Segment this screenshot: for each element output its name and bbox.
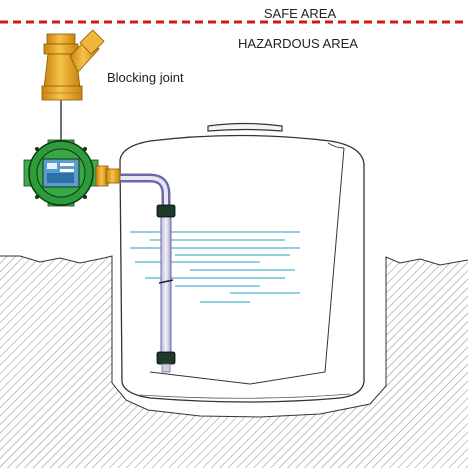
tank: [119, 122, 365, 403]
probe-bend-highlight: [118, 176, 168, 212]
ground-hatch: [0, 256, 468, 468]
tank-inner-wall: [149, 147, 345, 385]
probe-bottom-sensor: [156, 351, 176, 365]
hazardous-area-label: HAZARDOUS AREA: [238, 36, 358, 51]
tank-bottom: [139, 393, 351, 399]
probe-tube: [160, 209, 172, 361]
water-level-lines: [130, 231, 300, 303]
tank-connector-icon: [95, 165, 121, 187]
blocking-joint-icon: [41, 29, 105, 101]
tank-lid: [207, 122, 283, 132]
sensor-probe: [118, 173, 176, 373]
probe-tip: [161, 363, 171, 373]
blocking-joint-label: Blocking joint: [107, 70, 184, 85]
safe-area-label: SAFE AREA: [264, 6, 337, 21]
junction-box-icon: [23, 139, 99, 207]
probe-break-mark: [158, 279, 174, 284]
ground-surface-line: [0, 255, 468, 418]
tank-body: [119, 134, 365, 403]
probe-top-sensor: [156, 204, 176, 218]
tank-inner-edge: [327, 142, 345, 149]
